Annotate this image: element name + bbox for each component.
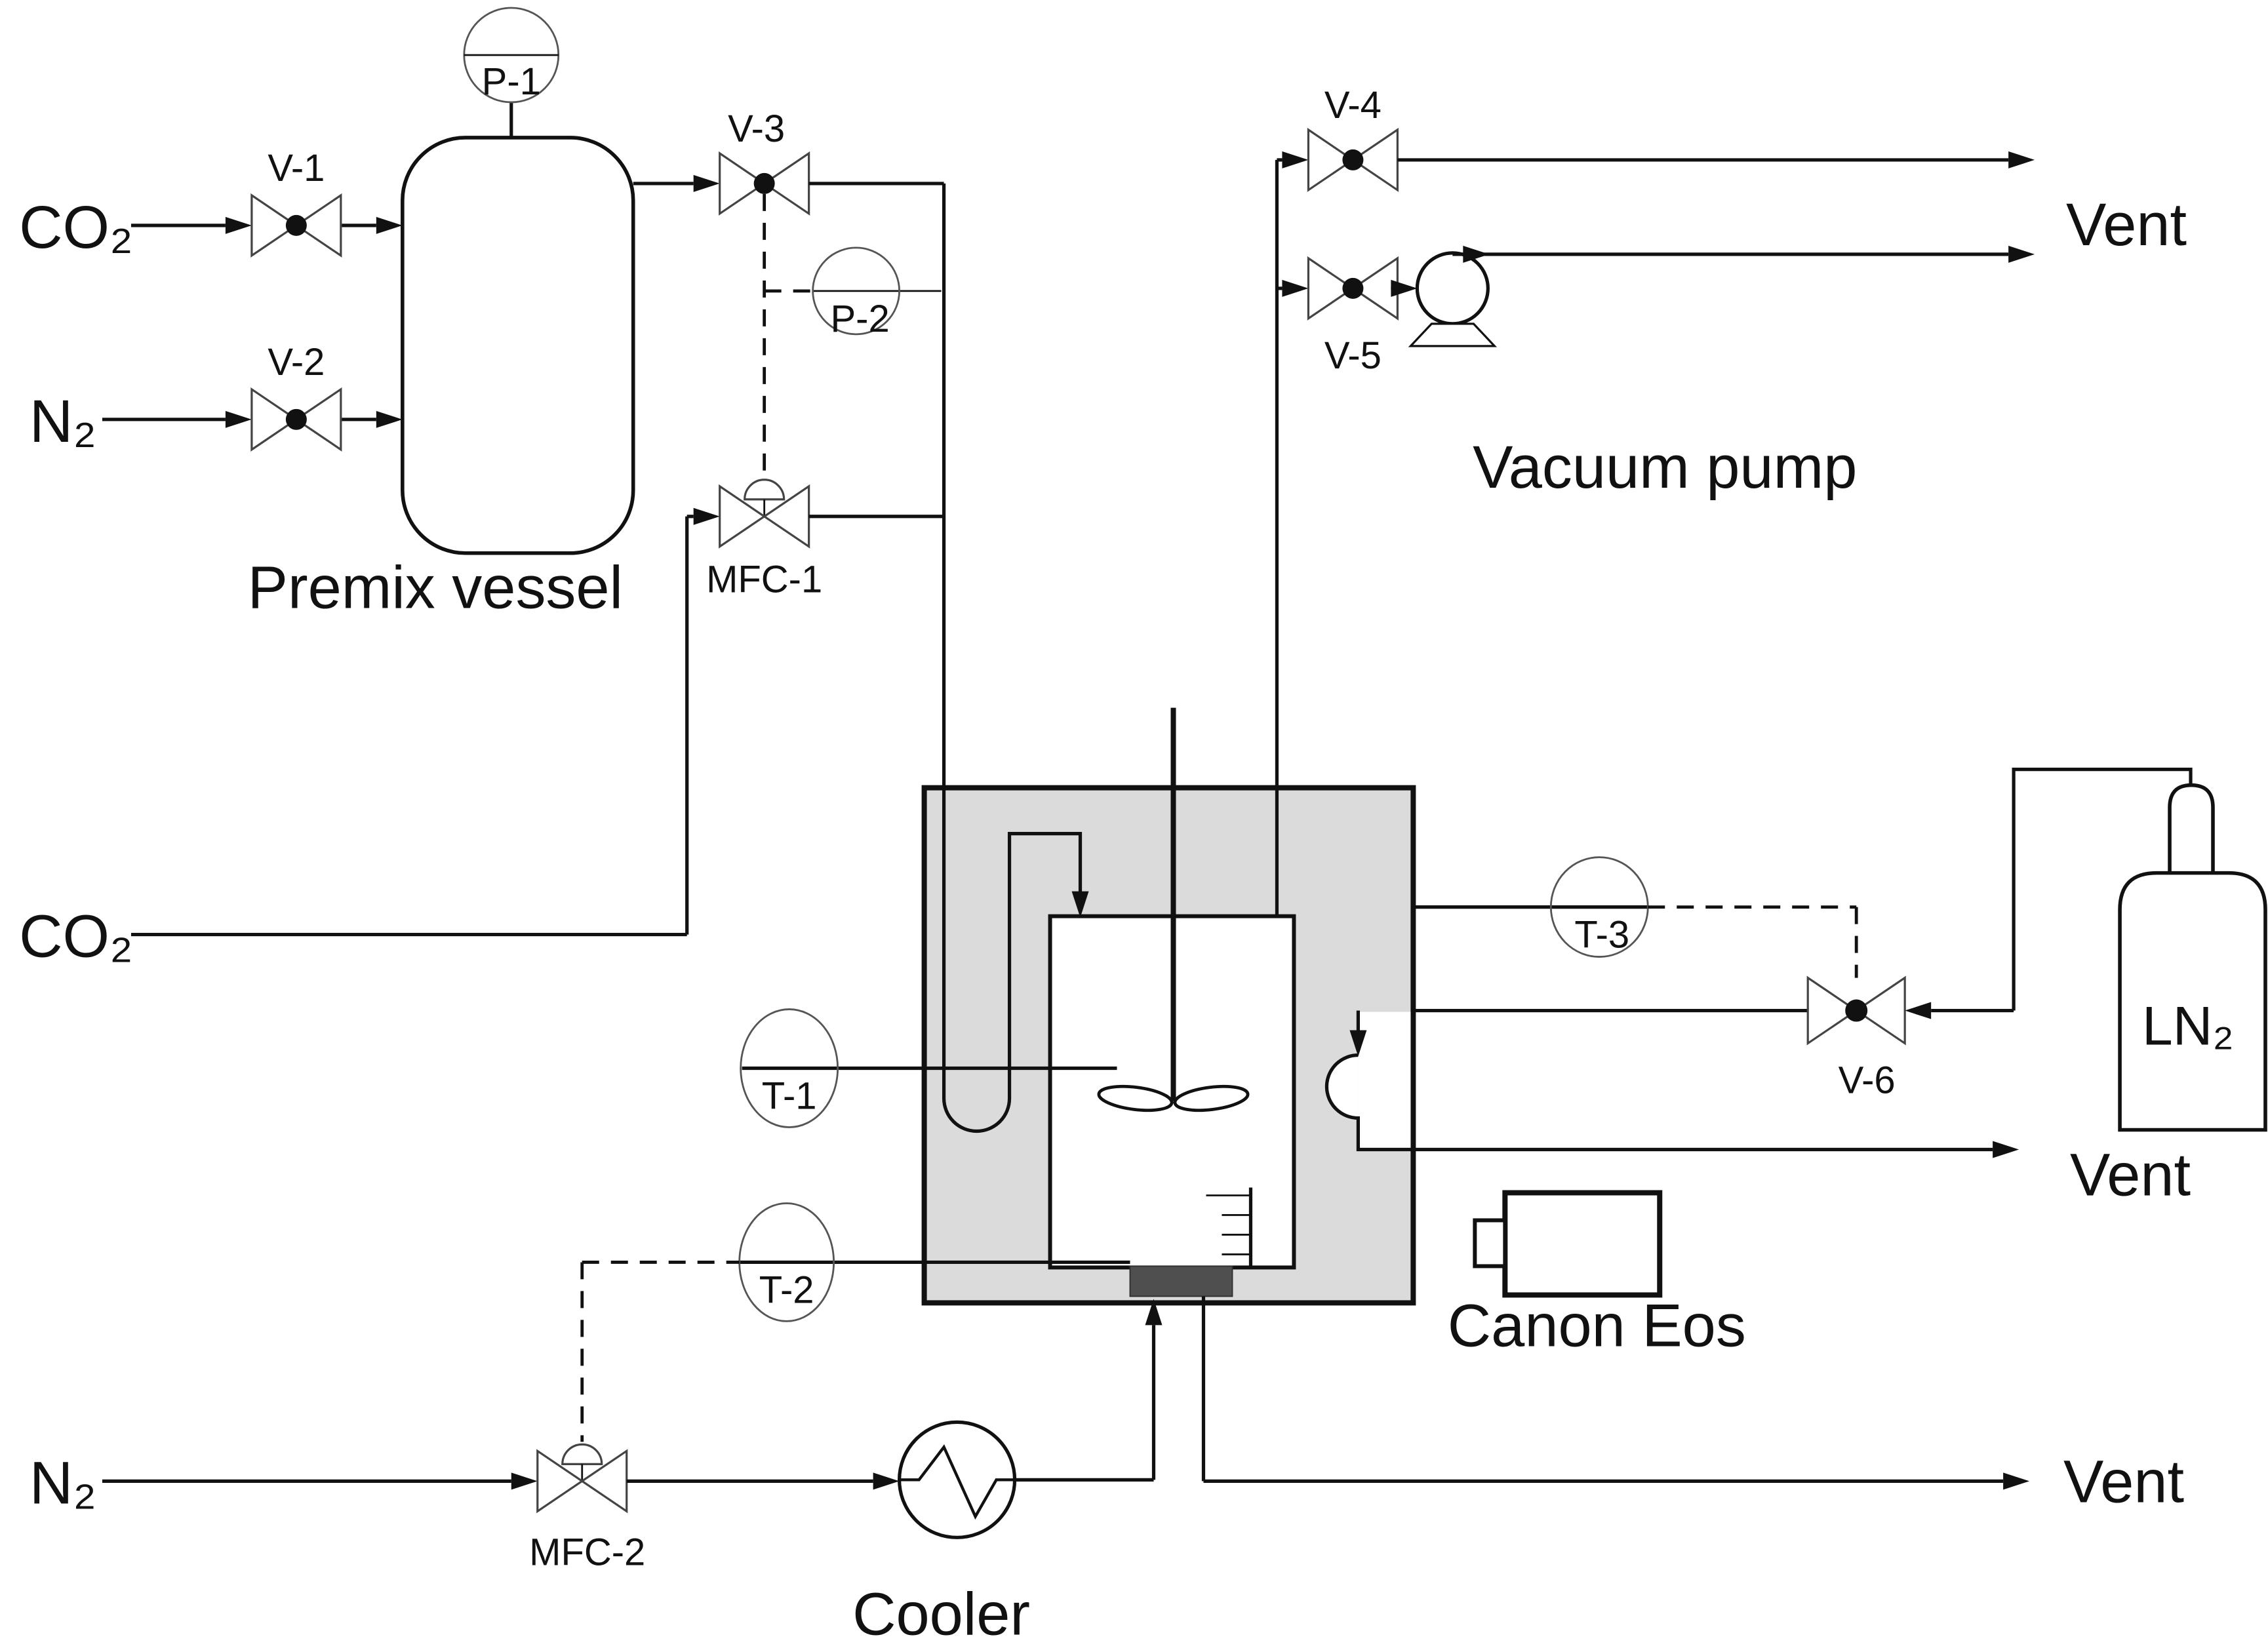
valve-dot: [1342, 149, 1364, 170]
camera: [1473, 1190, 1663, 1298]
gauge-p1: [463, 7, 560, 139]
ln2-dewar: [2118, 783, 2267, 1132]
heater-block: [1129, 1265, 1233, 1297]
mfc2-controller: [536, 1443, 628, 1514]
camera-label: Canon Eos: [1448, 1292, 1746, 1359]
stirrer-blade-icon: [1173, 1084, 1250, 1112]
valve-body: [1307, 256, 1355, 321]
v4-label: V-4: [1324, 85, 1382, 127]
t1-label: T-1: [762, 1076, 817, 1118]
valve-dot: [285, 214, 307, 236]
vacuum-pump: [1408, 245, 2035, 347]
flow-arrow-icon: [1993, 1141, 2019, 1158]
p1-label: P-1: [482, 61, 541, 103]
ln2-riser-line: [2012, 768, 2193, 1011]
cooler-label: Cooler: [852, 1581, 1030, 1647]
flow-arrow-icon: [376, 410, 403, 428]
flow-arrow-icon: [1463, 245, 1490, 263]
vent-top-label: Vent: [2066, 191, 2187, 258]
actuator-dome-icon: [561, 1443, 603, 1465]
cooler-zigzag-icon: [899, 1444, 1015, 1520]
flow-arrow-icon: [1282, 279, 1309, 297]
vent-mid-label: Vent: [2070, 1141, 2191, 1208]
cooler-exchanger: [898, 1420, 1017, 1539]
v3-label: V-3: [728, 108, 785, 150]
flow-arrow-icon: [1282, 151, 1309, 168]
flow-arrow-icon: [225, 410, 252, 428]
flow-arrow-icon: [376, 216, 403, 234]
mfc2-label: MFC-2: [529, 1531, 645, 1573]
gauge-t1-bubble-icon: [740, 1008, 839, 1128]
flow-arrow-icon: [1071, 891, 1089, 918]
valve-v4: [1307, 127, 1399, 192]
gauge-p2-bubble-icon: [812, 246, 901, 336]
actuator-dome-icon: [744, 479, 786, 501]
v2-label: V-2: [268, 342, 325, 384]
flow-arrow-icon: [693, 507, 720, 525]
flow-arrow-icon: [1145, 1299, 1163, 1326]
t3-label: T-3: [1574, 914, 1629, 956]
p2-label: P-2: [831, 298, 890, 340]
dip-tube: [942, 832, 1083, 1133]
valve-dot: [753, 172, 775, 194]
cooling-port-bulb-fill: [1326, 1055, 1359, 1118]
mfc1-controller: [719, 479, 810, 549]
cooling-port-cutout: [1358, 1012, 1411, 1150]
level-gauge-icon: [1206, 1187, 1253, 1267]
valve-body: [536, 1449, 584, 1514]
n2-bottom-label: N₂: [30, 1449, 96, 1516]
flow-arrow-icon: [873, 1472, 900, 1490]
premix-vessel-shape: [401, 136, 635, 555]
flow-arrow-icon: [2003, 1472, 2030, 1490]
valve-body: [250, 193, 298, 258]
valve-body: [294, 193, 342, 258]
ln2-cooling-port: [1324, 1010, 1412, 1152]
co2-top-feed: [130, 216, 403, 234]
flow-arrow-icon: [2008, 151, 2035, 168]
cooling-port-outline: [1324, 1053, 1412, 1152]
flow-arrow-icon: [1391, 279, 1418, 297]
pump-circle-icon: [1415, 251, 1490, 326]
n2-top-feed: [102, 410, 403, 428]
valve-v1: [250, 193, 342, 258]
ln2-label: LN₂: [2142, 995, 2234, 1057]
dewar-neck-icon: [2168, 783, 2215, 873]
v1-label: V-1: [268, 148, 325, 189]
valve-v2: [250, 387, 342, 452]
v5-label: V-5: [1324, 335, 1382, 377]
flow-arrow-icon: [693, 174, 720, 192]
v6-label: V-6: [1839, 1060, 1896, 1102]
co2-mid-label: CO₂: [19, 903, 133, 970]
vent-bottom-label: Vent: [2063, 1448, 2184, 1515]
valve-dot: [1845, 999, 1868, 1022]
mfc1-label: MFC-1: [706, 559, 822, 601]
n2-top-label: N₂: [30, 388, 96, 455]
flow-arrow-icon: [1905, 1002, 1932, 1019]
flow-arrow-icon: [2008, 245, 2035, 263]
dewar-body-icon: [2118, 871, 2267, 1132]
pump-base-icon: [1408, 323, 1498, 347]
camera-lens-icon: [1473, 1218, 1507, 1268]
valve-body: [250, 387, 298, 452]
valve-body: [1307, 127, 1355, 192]
valve-v6: [1806, 975, 1906, 1046]
premix-vessel-label: Premix vessel: [248, 555, 623, 621]
valve-dot: [1342, 277, 1364, 299]
ln2-inlet-arrow-icon: [1349, 1030, 1367, 1057]
stirrer: [1097, 707, 1250, 1112]
co2-top-label: CO₂: [19, 194, 133, 261]
flow-arrow-icon: [511, 1472, 538, 1490]
valve-body: [1806, 975, 1859, 1046]
stirrer-blade-icon: [1097, 1084, 1174, 1112]
valve-v3: [719, 151, 810, 216]
t2-label: T-2: [759, 1269, 814, 1311]
vacuum-pump-label: Vacuum pump: [1473, 434, 1857, 501]
valve-dot: [285, 408, 307, 430]
valve-body: [719, 151, 766, 216]
camera-body-icon: [1502, 1190, 1663, 1298]
valve-body: [294, 387, 342, 452]
flow-arrow-icon: [225, 216, 252, 234]
valve-v5: [1307, 256, 1399, 321]
